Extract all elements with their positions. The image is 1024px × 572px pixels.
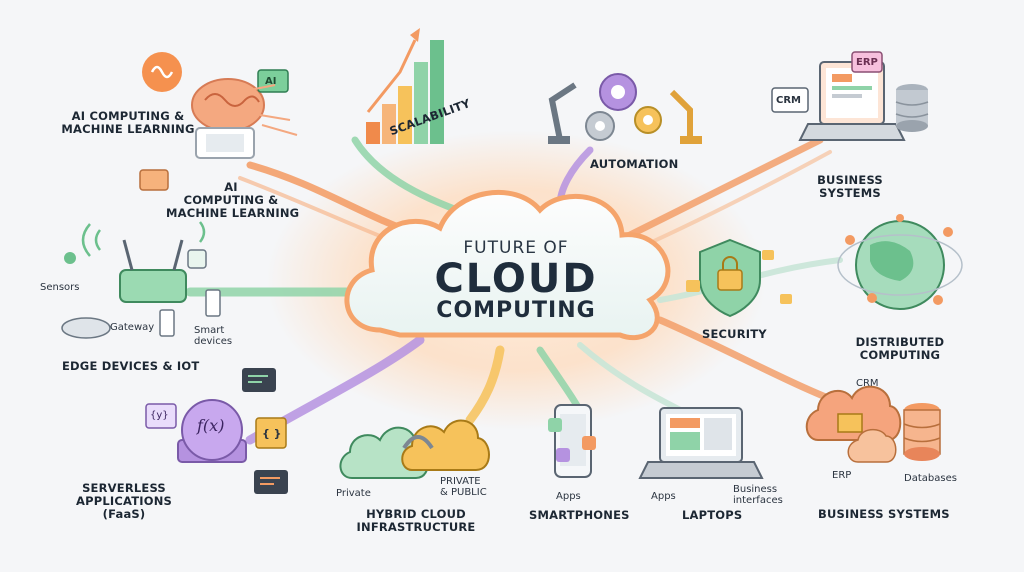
smartphones-apps: Apps [556, 491, 581, 502]
hybrid-private: Private [336, 488, 371, 499]
business-top-label: Business Systems [800, 174, 900, 200]
edge-smart-line2: devices [194, 336, 233, 347]
business-top-line1: Business [817, 173, 883, 187]
smartphones-label: Smartphones [529, 508, 630, 522]
serverless-line2: Applications [75, 494, 173, 508]
ai-chip-icon [139, 52, 298, 191]
cloud-database-icon [805, 385, 941, 463]
business-top-line2: Systems [819, 186, 881, 200]
business-top-erp: ERP [856, 57, 878, 68]
distributed-line2: Computing [859, 348, 941, 362]
ai-top-label: AI Computing & Machine Learning [58, 110, 198, 136]
laptops-business-interfaces: Business interfaces [733, 484, 783, 506]
edge-sensors: Sensors [40, 282, 80, 293]
ai-bottom-line2: Computing & [183, 193, 279, 207]
central-cloud [344, 189, 671, 341]
laptops-bi-line1: Business [733, 484, 778, 495]
center-title-line3: Computing [436, 298, 596, 323]
globe-network-icon [837, 214, 963, 310]
ai-bottom-line1: AI [224, 180, 238, 194]
hybrid-pp-line2: & Public [440, 487, 487, 498]
laptops-bi-line2: interfaces [733, 495, 783, 506]
serverless-bracket: { } [262, 427, 282, 440]
router-icon [61, 221, 221, 339]
smartphone-icon [548, 404, 596, 478]
serverless-fx: f(x) [197, 416, 225, 435]
business-top-crm: CRM [776, 95, 801, 106]
center-title-line1: Future of [463, 238, 569, 258]
ai-top-line2: Machine Learning [61, 122, 195, 136]
business-bottom-label: Business Systems [818, 507, 950, 521]
ai-bottom-label: AI Computing & Machine Learning [166, 180, 300, 220]
edge-smart-devices: Smart devices [194, 325, 232, 347]
hybrid-private-public: Private & Public [440, 476, 487, 498]
hybrid-line1: Hybrid Cloud [366, 507, 466, 521]
hybrid-pp-line1: Private [440, 476, 481, 487]
distributed-line1: Distributed [855, 335, 945, 349]
gears-robot-icon [548, 73, 702, 144]
laptops-label: Laptops [682, 508, 743, 522]
edge-smart-line1: Smart [194, 325, 225, 336]
laptop-icon [638, 407, 764, 479]
business-bottom-databases: Databases [904, 473, 957, 484]
bar-chart-icon [366, 28, 444, 144]
laptops-apps: Apps [651, 491, 676, 502]
shield-lock-icon [686, 238, 792, 318]
edge-label: Edge Devices & IoT [62, 359, 200, 373]
function-icon [145, 368, 288, 494]
serverless-line1: Serverless [82, 481, 166, 495]
center-title-line2: Cloud [434, 256, 598, 302]
security-label: Security [702, 327, 767, 341]
ai-bottom-line3: Machine Learning [166, 206, 300, 220]
serverless-braces: {y} [150, 410, 169, 421]
hybrid-line2: Infrastructure [356, 520, 476, 534]
business-bottom-crm: CRM [856, 378, 879, 389]
edge-gateway: Gateway [110, 322, 155, 333]
distributed-label: Distributed Computing [840, 336, 960, 362]
laptop-database-icon [771, 51, 929, 141]
ai-top-line1: AI Computing & [71, 109, 185, 123]
serverless-label: Serverless Applications (FaaS) [66, 482, 182, 521]
automation-label: Automation [590, 157, 679, 171]
hybrid-label: Hybrid Cloud Infrastructure [346, 508, 486, 534]
hybrid-cloud-icon [339, 419, 490, 479]
business-bottom-erp: ERP [832, 470, 852, 481]
serverless-line3: (FaaS) [102, 507, 146, 521]
ai-chip-text: AI [265, 76, 277, 87]
